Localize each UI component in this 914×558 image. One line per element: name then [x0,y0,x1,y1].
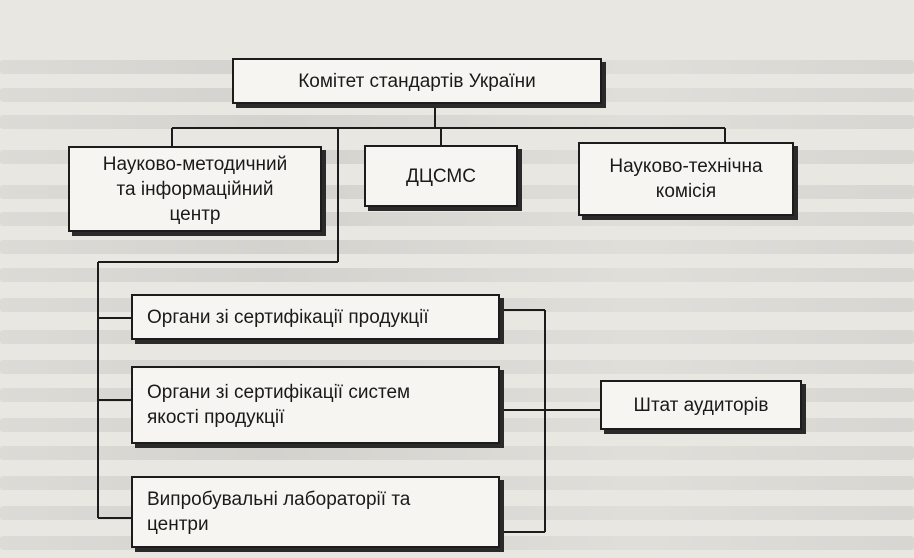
box-quality-system-certification: Органи зі сертифікації систем якості про… [131,366,500,444]
box-research-center: Науково-методичний та інформаційний цент… [68,146,322,232]
root-label: Комітет стандартів України [298,70,536,92]
box-auditors-staff-label: Штат аудиторів [633,394,769,416]
box-quality-system-certification-line1: Органи зі сертифікації систем [147,382,411,403]
box-research-center-line1: Науково-методичний [102,153,288,175]
box-dcsms: ДЦСМС [364,145,518,207]
box-quality-system-certification-line2: якості продукції [147,407,285,428]
box-technical-commission-line2: комісія [655,181,717,202]
box-technical-commission: Науково-технічна комісія [578,142,794,216]
box-research-center-line2: та інформаційний [116,178,274,200]
box-product-certification-label: Органи зі сертифікації продукції [147,306,429,328]
box-testing-laboratories: Випробувальні лабораторії та центри [131,476,500,548]
box-testing-laboratories-line1: Випробувальні лабораторії та [147,489,411,510]
root-box: Комітет стандартів України [232,58,602,104]
box-technical-commission-line1: Науково-технічна [609,156,763,177]
box-dcsms-label: ДЦСМС [406,165,476,187]
box-testing-laboratories-line2: центри [147,514,209,535]
box-research-center-line3: центр [169,203,221,225]
box-product-certification: Органи зі сертифікації продукції [131,294,500,340]
box-auditors-staff: Штат аудиторів [600,380,802,430]
